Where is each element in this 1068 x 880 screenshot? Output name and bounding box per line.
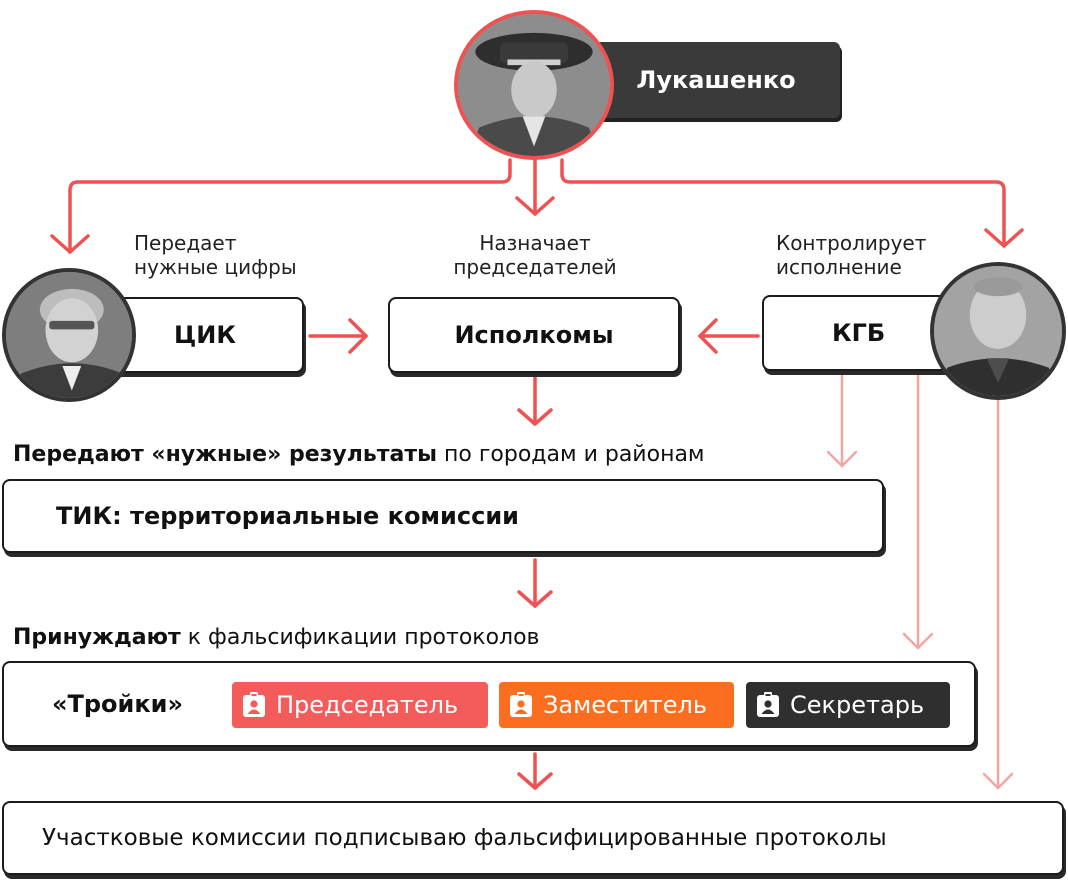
ispolkom-box: Исполкомы [388, 297, 680, 373]
tik-heading: Передают «нужные» результаты по городам … [13, 442, 705, 467]
arrow-top-to-kgb [560, 158, 1006, 248]
troika-heading: Принуждают к фальсификации протоколов [13, 625, 540, 650]
kgb-arrowhead-tik [826, 450, 858, 468]
cik-person-photo [2, 268, 136, 402]
kgb-arrowhead-bottom [982, 772, 1014, 790]
ispolkom-caption-line-1: Назначает [479, 231, 591, 255]
troika-heading-rest: к фальсификации протоколов [180, 625, 540, 650]
id-badge-icon [510, 692, 532, 717]
bottom-label: Участковые комиссии подписываю фальсифиц… [42, 825, 887, 851]
cik-caption-line-2: нужные цифры [134, 255, 297, 279]
cik-caption: Передает нужные цифры [134, 231, 297, 279]
kgb-caption: Контролирует исполнение [776, 231, 926, 279]
bottom-box: Участковые комиссии подписываю фальсифиц… [2, 801, 1064, 875]
ispolkom-label: Исполкомы [454, 321, 614, 349]
top-person-photo [454, 10, 614, 160]
person-photo-officer-icon [934, 266, 1062, 396]
arrowhead-troika-to-bottom [517, 772, 553, 790]
arrow-top-to-cik [68, 158, 512, 254]
tik-heading-rest: по городам и районам [437, 442, 705, 467]
tik-box: ТИК: территориальные комиссии [2, 479, 884, 553]
arrowhead-kgb [984, 228, 1024, 248]
id-badge-icon [243, 692, 265, 717]
person-photo-official-icon [6, 272, 132, 398]
top-name-box: Лукашенко [572, 42, 840, 118]
kgb-label: КГБ [832, 319, 886, 347]
arrowhead-tik-to-troika [517, 590, 553, 608]
ispolkom-caption-line-2: председателей [453, 255, 617, 279]
badge-secretary-label: Секретарь [790, 691, 925, 719]
tik-heading-bold: Передают «нужные» результаты [13, 442, 438, 467]
badge-secretary: Секретарь [746, 682, 950, 728]
arrowhead-cik-to-ispolkom [348, 318, 368, 354]
tik-label: ТИК: территориальные комиссии [56, 502, 519, 530]
troika-heading-bold: Принуждают [13, 625, 181, 650]
cik-label: ЦИК [174, 321, 236, 349]
cik-caption-line-1: Передает [134, 231, 237, 255]
ispolkom-caption: Назначает председателей [380, 231, 690, 279]
arrowhead-kgb-to-ispolkom [698, 318, 718, 354]
troika-label: «Тройки» [52, 690, 183, 718]
person-photo-general-icon [458, 14, 610, 156]
badge-chairman-label: Председатель [276, 691, 459, 719]
arrowhead-ispolkom-to-tik [517, 408, 553, 426]
badge-deputy: Заместитель [499, 682, 734, 728]
id-badge-icon [757, 692, 779, 717]
badge-deputy-label: Заместитель [543, 691, 707, 719]
kgb-arrowhead-troika [902, 632, 934, 650]
arrowhead-ispolkom [515, 196, 555, 216]
badge-chairman: Председатель [232, 682, 488, 728]
kgb-caption-line-2: исполнение [776, 255, 902, 279]
top-name: Лукашенко [636, 66, 796, 94]
kgb-caption-line-1: Контролирует [776, 231, 927, 255]
arrowhead-cik [50, 234, 90, 254]
kgb-person-photo [930, 262, 1066, 400]
